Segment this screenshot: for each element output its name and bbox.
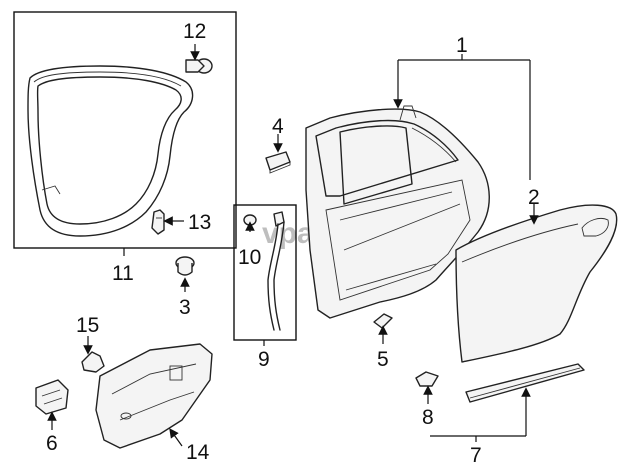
callout-12: 12 bbox=[183, 20, 206, 43]
callout-6: 6 bbox=[46, 432, 58, 455]
service-cover-14 bbox=[95, 343, 213, 449]
bracket-6 bbox=[35, 379, 69, 415]
callout-9: 9 bbox=[258, 348, 270, 371]
plug-3 bbox=[175, 256, 195, 276]
outer-panel-2 bbox=[455, 204, 618, 363]
door-shell-1 bbox=[305, 105, 490, 319]
pad-4 bbox=[265, 151, 291, 174]
clip-15 bbox=[81, 351, 105, 373]
callout-11: 11 bbox=[112, 262, 134, 285]
clip-12 bbox=[185, 58, 213, 74]
leader-1 bbox=[393, 54, 531, 180]
check-box bbox=[233, 204, 297, 341]
weatherstrip-box bbox=[13, 11, 237, 249]
callout-14: 14 bbox=[186, 441, 210, 464]
callout-1: 1 bbox=[456, 34, 468, 57]
callout-4: 4 bbox=[272, 115, 284, 138]
bracket-5 bbox=[373, 313, 393, 329]
clip-13 bbox=[151, 209, 165, 235]
callout-15: 15 bbox=[76, 314, 99, 337]
callout-8: 8 bbox=[422, 406, 434, 429]
callout-13: 13 bbox=[188, 211, 211, 234]
rocker-moulding-7 bbox=[465, 363, 585, 403]
callout-5: 5 bbox=[377, 348, 389, 371]
clip-8 bbox=[415, 371, 439, 387]
callout-7: 7 bbox=[470, 444, 482, 467]
callout-10: 10 bbox=[238, 246, 261, 269]
leader-14 bbox=[169, 428, 183, 447]
callout-3: 3 bbox=[179, 296, 191, 319]
callout-2: 2 bbox=[528, 186, 540, 209]
door-weatherstrip bbox=[27, 65, 194, 237]
leader-7 bbox=[430, 387, 531, 442]
